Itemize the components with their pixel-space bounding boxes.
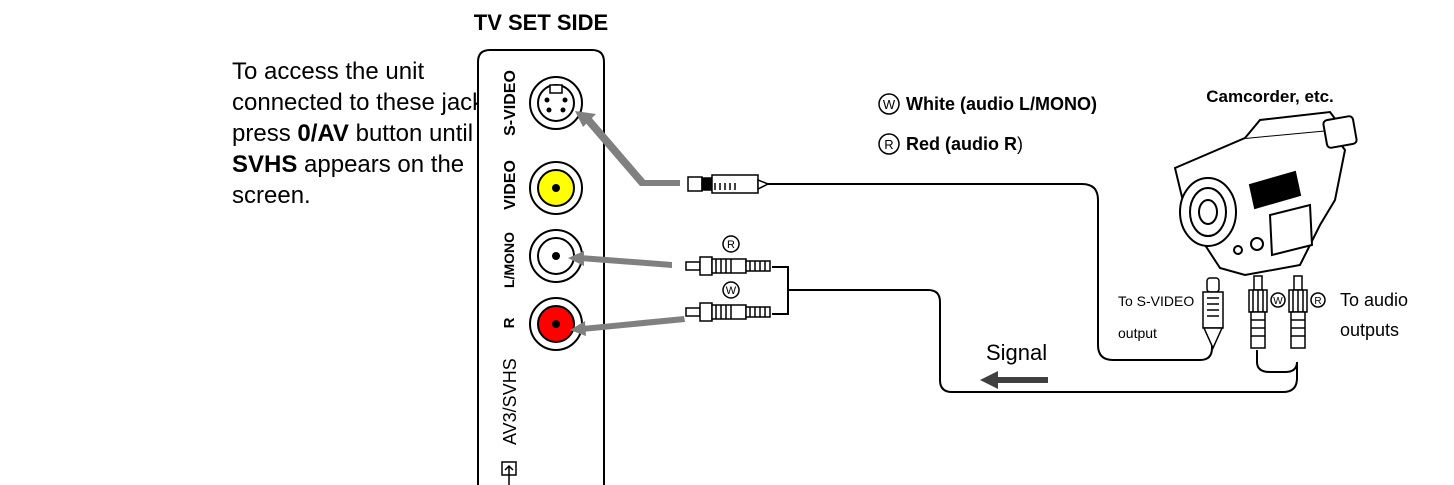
device-name: Camcorder, etc. (1206, 87, 1334, 106)
signal-label: Signal (986, 340, 1047, 365)
input-icon (501, 461, 517, 485)
svg-text:R: R (884, 137, 893, 152)
camcorder-icon (1173, 110, 1358, 277)
r-label: R (501, 317, 518, 328)
rca-plug-red-right (1288, 275, 1308, 349)
signal-arrow (980, 371, 1048, 389)
panel-title: TV SET SIDE (474, 10, 608, 35)
l-mono-label: L/MONO (501, 232, 517, 288)
rca-plug-upper (685, 256, 771, 276)
rca-plug-lower (685, 302, 771, 322)
svg-text:R: R (727, 239, 735, 251)
plug-badge-w: W (722, 281, 740, 299)
svg-text:R: R (1314, 296, 1321, 307)
svg-text:White (audio L/MONO): White (audio L/MONO) (906, 94, 1097, 114)
s-video-label: S-VIDEO (502, 70, 519, 136)
svg-text:W: W (726, 285, 737, 297)
r-jack (529, 297, 583, 351)
video-jack (529, 161, 583, 215)
legend-red: R Red (audio R) (878, 133, 1023, 155)
plug-badge-w-right: W (1270, 292, 1286, 308)
legend-white: W White (audio L/MONO) (878, 93, 1097, 115)
rca-plug-white-right (1248, 275, 1268, 349)
l-mono-jack (529, 229, 583, 283)
av-button-name: 0/AV (297, 120, 349, 147)
audio-output-label-2: outputs (1340, 320, 1399, 340)
video-label: VIDEO (502, 160, 519, 210)
svideo-output-label-1: To S-VIDEO (1118, 293, 1194, 309)
svideo-output-label-2: output (1118, 325, 1157, 341)
s-video-jack (529, 76, 583, 130)
svg-text:W: W (883, 97, 896, 112)
audio-output-label-1: To audio (1340, 290, 1408, 310)
plug-badge-r: R (722, 235, 740, 253)
connection-arrows (568, 111, 685, 336)
av3-svhs-label: AV3/SVHS (500, 358, 520, 445)
plug-badge-r-right: R (1310, 292, 1326, 308)
svg-text:W: W (1273, 296, 1283, 307)
instruction-text: To access the unit connected to these ja… (232, 56, 532, 211)
s-video-plug-right (1202, 277, 1224, 350)
s-video-plug-left (687, 174, 770, 194)
cables (766, 183, 1298, 393)
svg-text:Red (audio R): Red (audio R) (906, 134, 1023, 154)
